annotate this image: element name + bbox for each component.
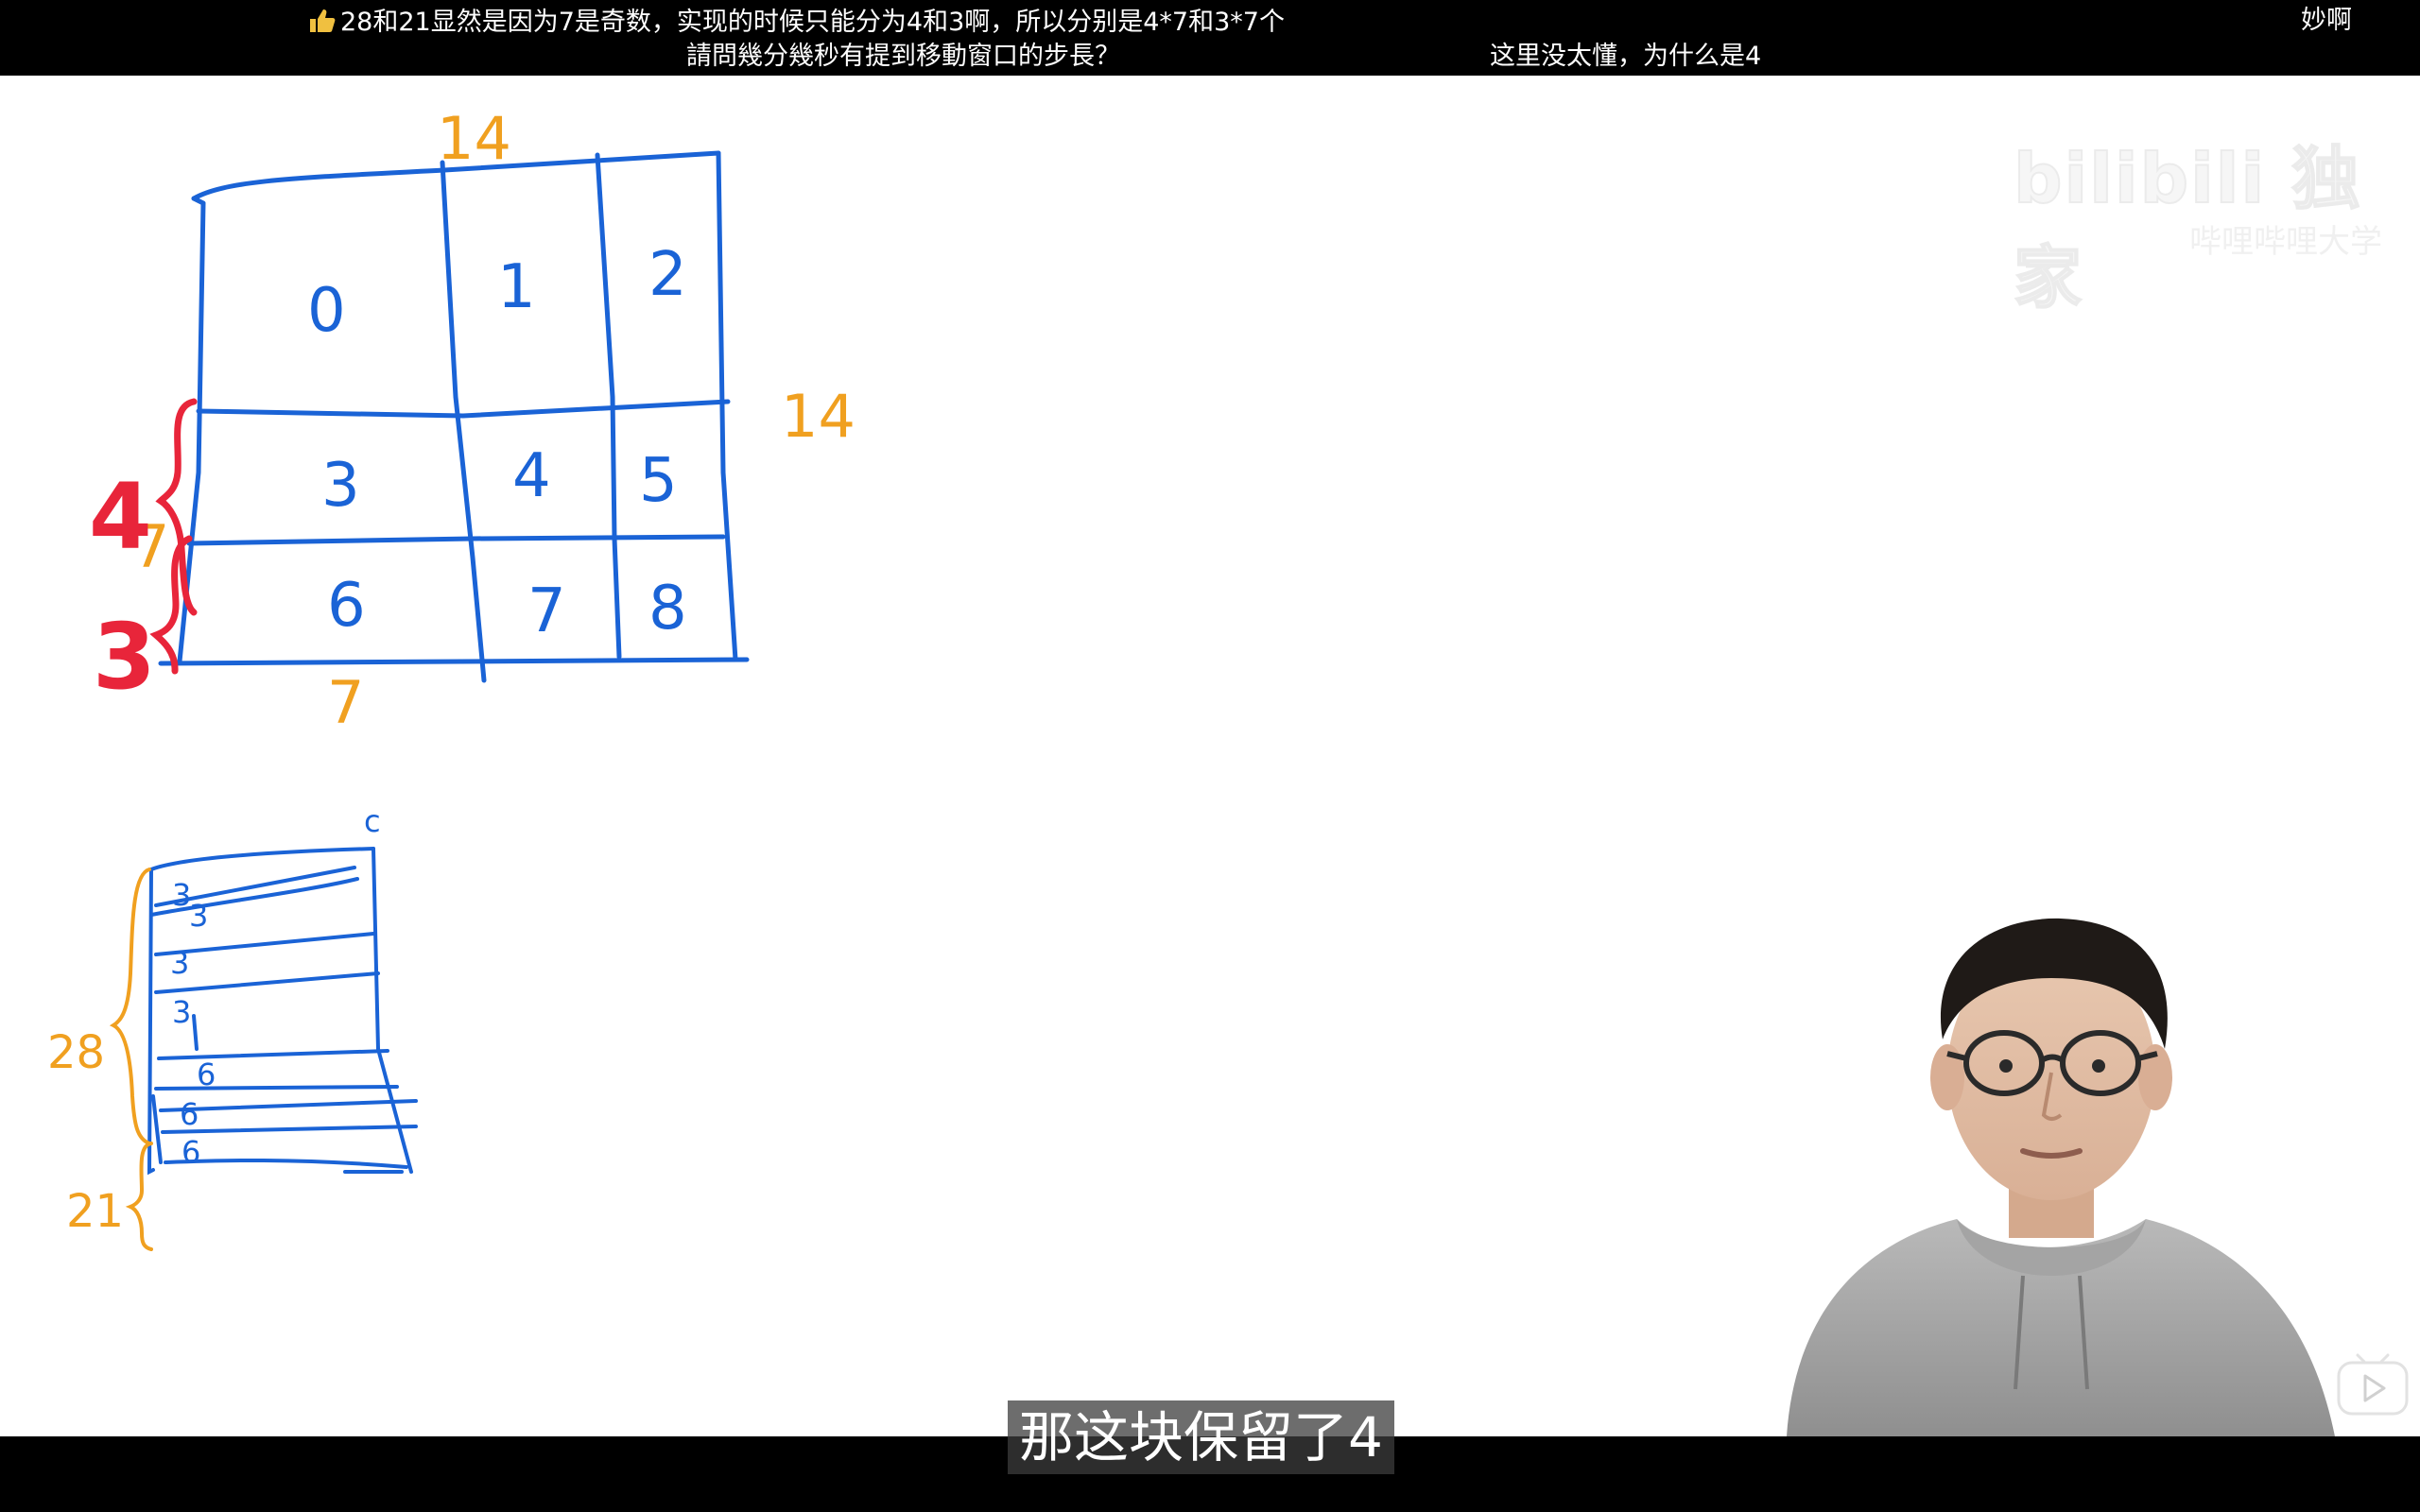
stack-row-mark-2: 3	[189, 898, 208, 934]
stack-column-label: c	[364, 803, 381, 839]
grid-lines	[158, 150, 750, 683]
stack-row-mark-3: 3	[170, 945, 189, 981]
brace-label-28: 28	[47, 1026, 105, 1079]
side-controls	[2316, 1276, 2420, 1436]
grid-bottom-dimension: 7	[327, 668, 364, 737]
row-label-3: 3	[93, 604, 156, 710]
bilibili-watermark: bilibili 独家 哔哩哔哩大学	[2013, 123, 2392, 318]
danmaku-comment-4: 妙啊	[2301, 6, 2352, 35]
brace-label-21: 21	[66, 1185, 124, 1238]
grid-cell-5: 5	[639, 446, 678, 516]
danmaku-comment-2: 請問幾分幾秒有提到移動窗口的步長？	[686, 42, 1120, 71]
danmaku-text: 28和21显然是因为7是奇数，实现的时候只能分为4和3啊，所以分别是4*7和3*…	[340, 8, 1285, 37]
grid-right-dimension: 14	[781, 382, 856, 451]
danmaku-comment-1: 28和21显然是因为7是奇数，实现的时候只能分为4和3啊，所以分别是4*7和3*…	[308, 8, 1285, 35]
grid-cell-1: 1	[497, 252, 536, 322]
thumbs-up-icon	[310, 9, 336, 32]
stack-row-mark-7: 6	[182, 1134, 200, 1170]
grid-cell-4: 4	[512, 441, 551, 511]
orange-braces	[109, 868, 153, 1251]
presenter-video	[1787, 918, 2335, 1436]
tv-play-icon[interactable]	[2335, 1351, 2411, 1418]
grid-cell-7: 7	[527, 576, 566, 646]
grid-top-dimension: 14	[437, 104, 511, 173]
whiteboard-canvas: 0 1 2 3 4 5 6 7 8 14 14 7 7 4 3	[0, 76, 2420, 1436]
row-label-4: 4	[89, 464, 152, 570]
grid-cell-6: 6	[327, 571, 366, 641]
stack-row-mark-1: 3	[172, 877, 191, 913]
grid-cell-0: 0	[307, 276, 346, 346]
watermark-subtitle: 哔哩哔哩大学	[2189, 223, 2382, 261]
grid-cell-3: 3	[321, 451, 360, 521]
video-subtitle: 那这块保留了4	[1008, 1400, 1394, 1474]
stack-row-mark-5: 6	[197, 1057, 216, 1092]
grid-cell-2: 2	[648, 240, 687, 310]
stack-row-mark-4: 3	[172, 994, 191, 1030]
red-braces	[149, 398, 198, 675]
stack-row-mark-6: 6	[180, 1096, 199, 1132]
danmaku-overlay: 28和21显然是因为7是奇数，实现的时候只能分为4和3啊，所以分别是4*7和3*…	[0, 0, 2420, 76]
danmaku-comment-3: 这里没太懂，为什么是4	[1490, 42, 1762, 71]
watermark-logo: bilibili 独家	[2013, 138, 2362, 318]
grid-left-dimension: 7	[132, 512, 169, 581]
handwritten-diagram: 0 1 2 3 4 5 6 7 8 14 14 7 7 4 3	[47, 104, 856, 1251]
grid-cell-8: 8	[648, 574, 687, 644]
stack-lines	[147, 847, 418, 1176]
